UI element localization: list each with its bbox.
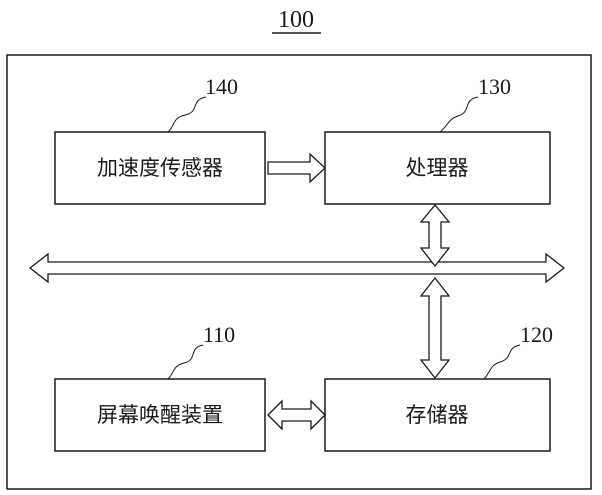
arrow-wake-memory xyxy=(268,401,325,429)
arrow-bus-memory xyxy=(421,278,449,378)
accel-sensor-label: 加速度传感器 xyxy=(97,156,223,180)
arrow-accel-to-processor xyxy=(268,154,325,182)
leader-memory xyxy=(484,345,520,379)
ref-accel: 140 xyxy=(205,74,238,99)
memory-label: 存储器 xyxy=(406,403,469,427)
figure-title: 100 xyxy=(278,7,314,33)
arrow-processor-bus xyxy=(421,205,449,266)
screen-wake-label: 屏幕唤醒装置 xyxy=(97,403,223,427)
ref-wake: 110 xyxy=(203,322,235,347)
system-bus-arrow xyxy=(30,254,564,282)
leader-accel xyxy=(168,97,206,132)
leader-wake xyxy=(168,345,203,379)
processor-label: 处理器 xyxy=(406,156,469,180)
ref-memory: 120 xyxy=(520,322,553,347)
ref-processor: 130 xyxy=(478,74,511,99)
leader-processor xyxy=(440,97,478,132)
